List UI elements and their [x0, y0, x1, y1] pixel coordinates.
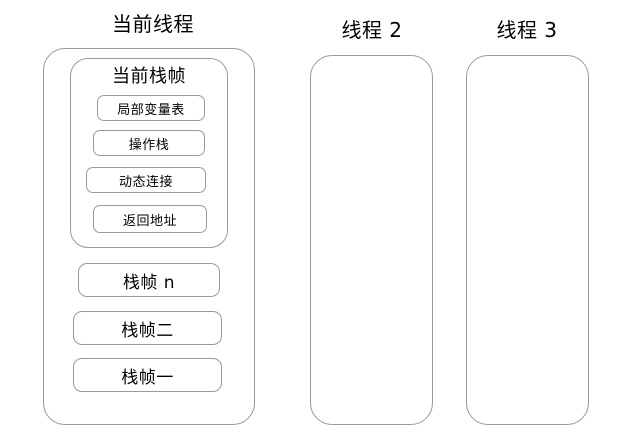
stack-frame-two: 栈帧二 — [73, 311, 222, 345]
thread-box-thread-2 — [310, 55, 433, 425]
column-title-current-thread: 当前线程 — [112, 12, 194, 36]
frame-slot-local-variable-table: 局部变量表 — [97, 95, 205, 121]
frame-slot-dynamic-linking: 动态连接 — [86, 167, 206, 193]
column-title-thread-3: 线程 3 — [496, 18, 558, 42]
current-frame-title: 当前栈帧 — [112, 66, 186, 87]
stack-frame-n: 栈帧 n — [78, 263, 220, 297]
frame-slot-operand-stack: 操作栈 — [93, 130, 205, 156]
frame-slot-return-address: 返回地址 — [93, 205, 207, 233]
thread-box-thread-3 — [466, 55, 589, 425]
column-title-thread-2: 线程 2 — [341, 18, 403, 42]
stack-frame-one: 栈帧一 — [73, 358, 222, 392]
